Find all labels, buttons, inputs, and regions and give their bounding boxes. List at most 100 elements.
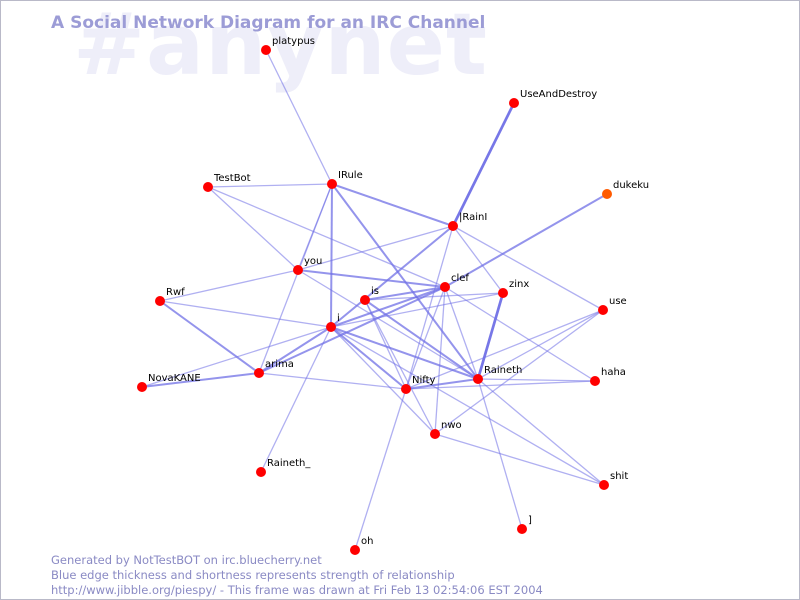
edge-zinx-Raineth	[476, 292, 505, 380]
node-label-nwo: nwo	[441, 420, 462, 431]
diagram-title: A Social Network Diagram for an IRC Chan…	[51, 13, 486, 33]
node-i: i	[326, 313, 340, 332]
edge-clef-haha	[444, 286, 596, 382]
edge-you-clef	[297, 269, 446, 288]
node-dot-zinx	[498, 288, 508, 298]
node-Nifty: Nifty	[401, 375, 436, 394]
node-label-IRule: IRule	[338, 170, 363, 181]
edge-IRainI-use	[452, 225, 604, 311]
node-haha: haha	[590, 367, 626, 386]
edge-i-NovaKANE	[141, 326, 332, 388]
edge-UseAndDestroy-IRainI	[451, 102, 516, 227]
node-label-arima: arima	[265, 359, 294, 370]
edge-IRainI-zinx	[452, 225, 504, 294]
node-TestBot: TestBot	[203, 173, 251, 192]
node-bracket: ]	[517, 515, 532, 534]
edge-arima-NovaKANE	[141, 372, 260, 388]
node-label-IRainI: |RainI	[459, 212, 487, 223]
node-platypus: platypus	[261, 36, 315, 55]
edge-IRainI-i	[330, 225, 454, 328]
edge-clef-is	[364, 286, 446, 301]
node-label-UseAndDestroy: UseAndDestroy	[520, 89, 597, 100]
edge-you-Rwf	[159, 269, 299, 302]
edge-i-Raineth_	[260, 326, 332, 473]
node-dot-arima	[254, 368, 264, 378]
node-label-Raineth: Raineth	[484, 365, 522, 376]
edge-platypus-IRule	[265, 49, 333, 185]
edge-arima-Nifty	[258, 372, 407, 390]
edge-is-Raineth	[364, 299, 479, 380]
node-dot-clef	[440, 282, 450, 292]
node-label-NovaKANE: NovaKANE	[148, 373, 201, 384]
node-label-dukeku: dukeku	[613, 180, 649, 191]
footer-legend-note: Blue edge thickness and shortness repres…	[51, 568, 455, 582]
edge-Raineth-haha	[477, 378, 596, 382]
edge-clef-Nifty	[405, 286, 446, 390]
edge-Nifty-use	[405, 309, 604, 390]
node-label-shit: shit	[610, 471, 628, 482]
node-label-clef: clef	[451, 273, 469, 284]
node-label-zinx: zinx	[509, 279, 529, 290]
node-label-Nifty: Nifty	[412, 375, 436, 386]
node-dot-haha	[590, 376, 600, 386]
node-dot-NovaKANE	[137, 382, 147, 392]
footer: Generated by NotTestBOT on irc.bluecherr…	[51, 553, 543, 598]
edge-IRule-arima	[258, 183, 333, 374]
edge-nwo-use	[434, 309, 604, 435]
edge-you-Raineth	[297, 269, 479, 380]
node-dot-use	[598, 305, 608, 315]
node-label-haha: haha	[601, 367, 626, 378]
node-label-oh: oh	[361, 536, 373, 547]
node-label-bracket: ]	[528, 515, 532, 526]
node-dot-you	[293, 265, 303, 275]
node-dot-nwo	[430, 429, 440, 439]
edge-layer	[141, 49, 608, 551]
node-is: is	[360, 286, 379, 305]
edge-Nifty-oh	[354, 388, 407, 551]
node-Rwf: Rwf	[155, 287, 185, 306]
edge-TestBot-clef	[207, 186, 446, 288]
edge-IRule-IRainI	[331, 183, 454, 227]
edge-IRule-i	[330, 183, 333, 328]
node-dot-Raineth	[473, 374, 483, 384]
footer-url-timestamp: http://www.jibble.org/piespy/ - This fra…	[51, 583, 543, 597]
node-label-i: i	[337, 313, 340, 324]
edge-i-arima	[258, 326, 332, 374]
node-NovaKANE: NovaKANE	[137, 373, 201, 392]
node-label-use: use	[609, 296, 627, 307]
node-UseAndDestroy: UseAndDestroy	[509, 89, 597, 108]
node-shit: shit	[599, 471, 628, 490]
edge-TestBot-you	[207, 186, 299, 271]
node-dot-oh	[350, 545, 360, 555]
edge-nwo-shit	[434, 433, 605, 486]
node-Raineth_: Raineth_	[256, 458, 311, 477]
edge-i-Nifty	[330, 326, 407, 390]
edge-i-shit	[330, 326, 605, 486]
node-dukeku: dukeku	[602, 180, 649, 199]
edge-Raineth-shit	[477, 378, 605, 486]
node-dot-Rwf	[155, 296, 165, 306]
edge-clef-i	[330, 286, 446, 328]
edge-i-nwo	[330, 326, 436, 435]
node-dot-i	[326, 322, 336, 332]
node-dot-Nifty	[401, 384, 411, 394]
node-IRule: IRule	[327, 170, 363, 189]
node-arima: arima	[254, 359, 294, 378]
node-dot-is	[360, 295, 370, 305]
node-label-you: you	[304, 256, 322, 267]
edge-Rwf-i	[159, 300, 332, 328]
node-label-platypus: platypus	[272, 36, 315, 47]
node-dot-IRainI	[448, 221, 458, 231]
edge-Raineth-Nifty	[405, 378, 479, 390]
node-label-is: is	[371, 286, 379, 297]
node-zinx: zinx	[498, 279, 529, 298]
edge-TestBot-IRule	[207, 183, 333, 188]
edge-Rwf-arima	[159, 300, 260, 374]
node-nwo: nwo	[430, 420, 462, 439]
node-dot-bracket	[517, 524, 527, 534]
edge-is-Nifty	[364, 299, 407, 390]
node-dot-shit	[599, 480, 609, 490]
node-label-Rwf: Rwf	[166, 287, 185, 298]
